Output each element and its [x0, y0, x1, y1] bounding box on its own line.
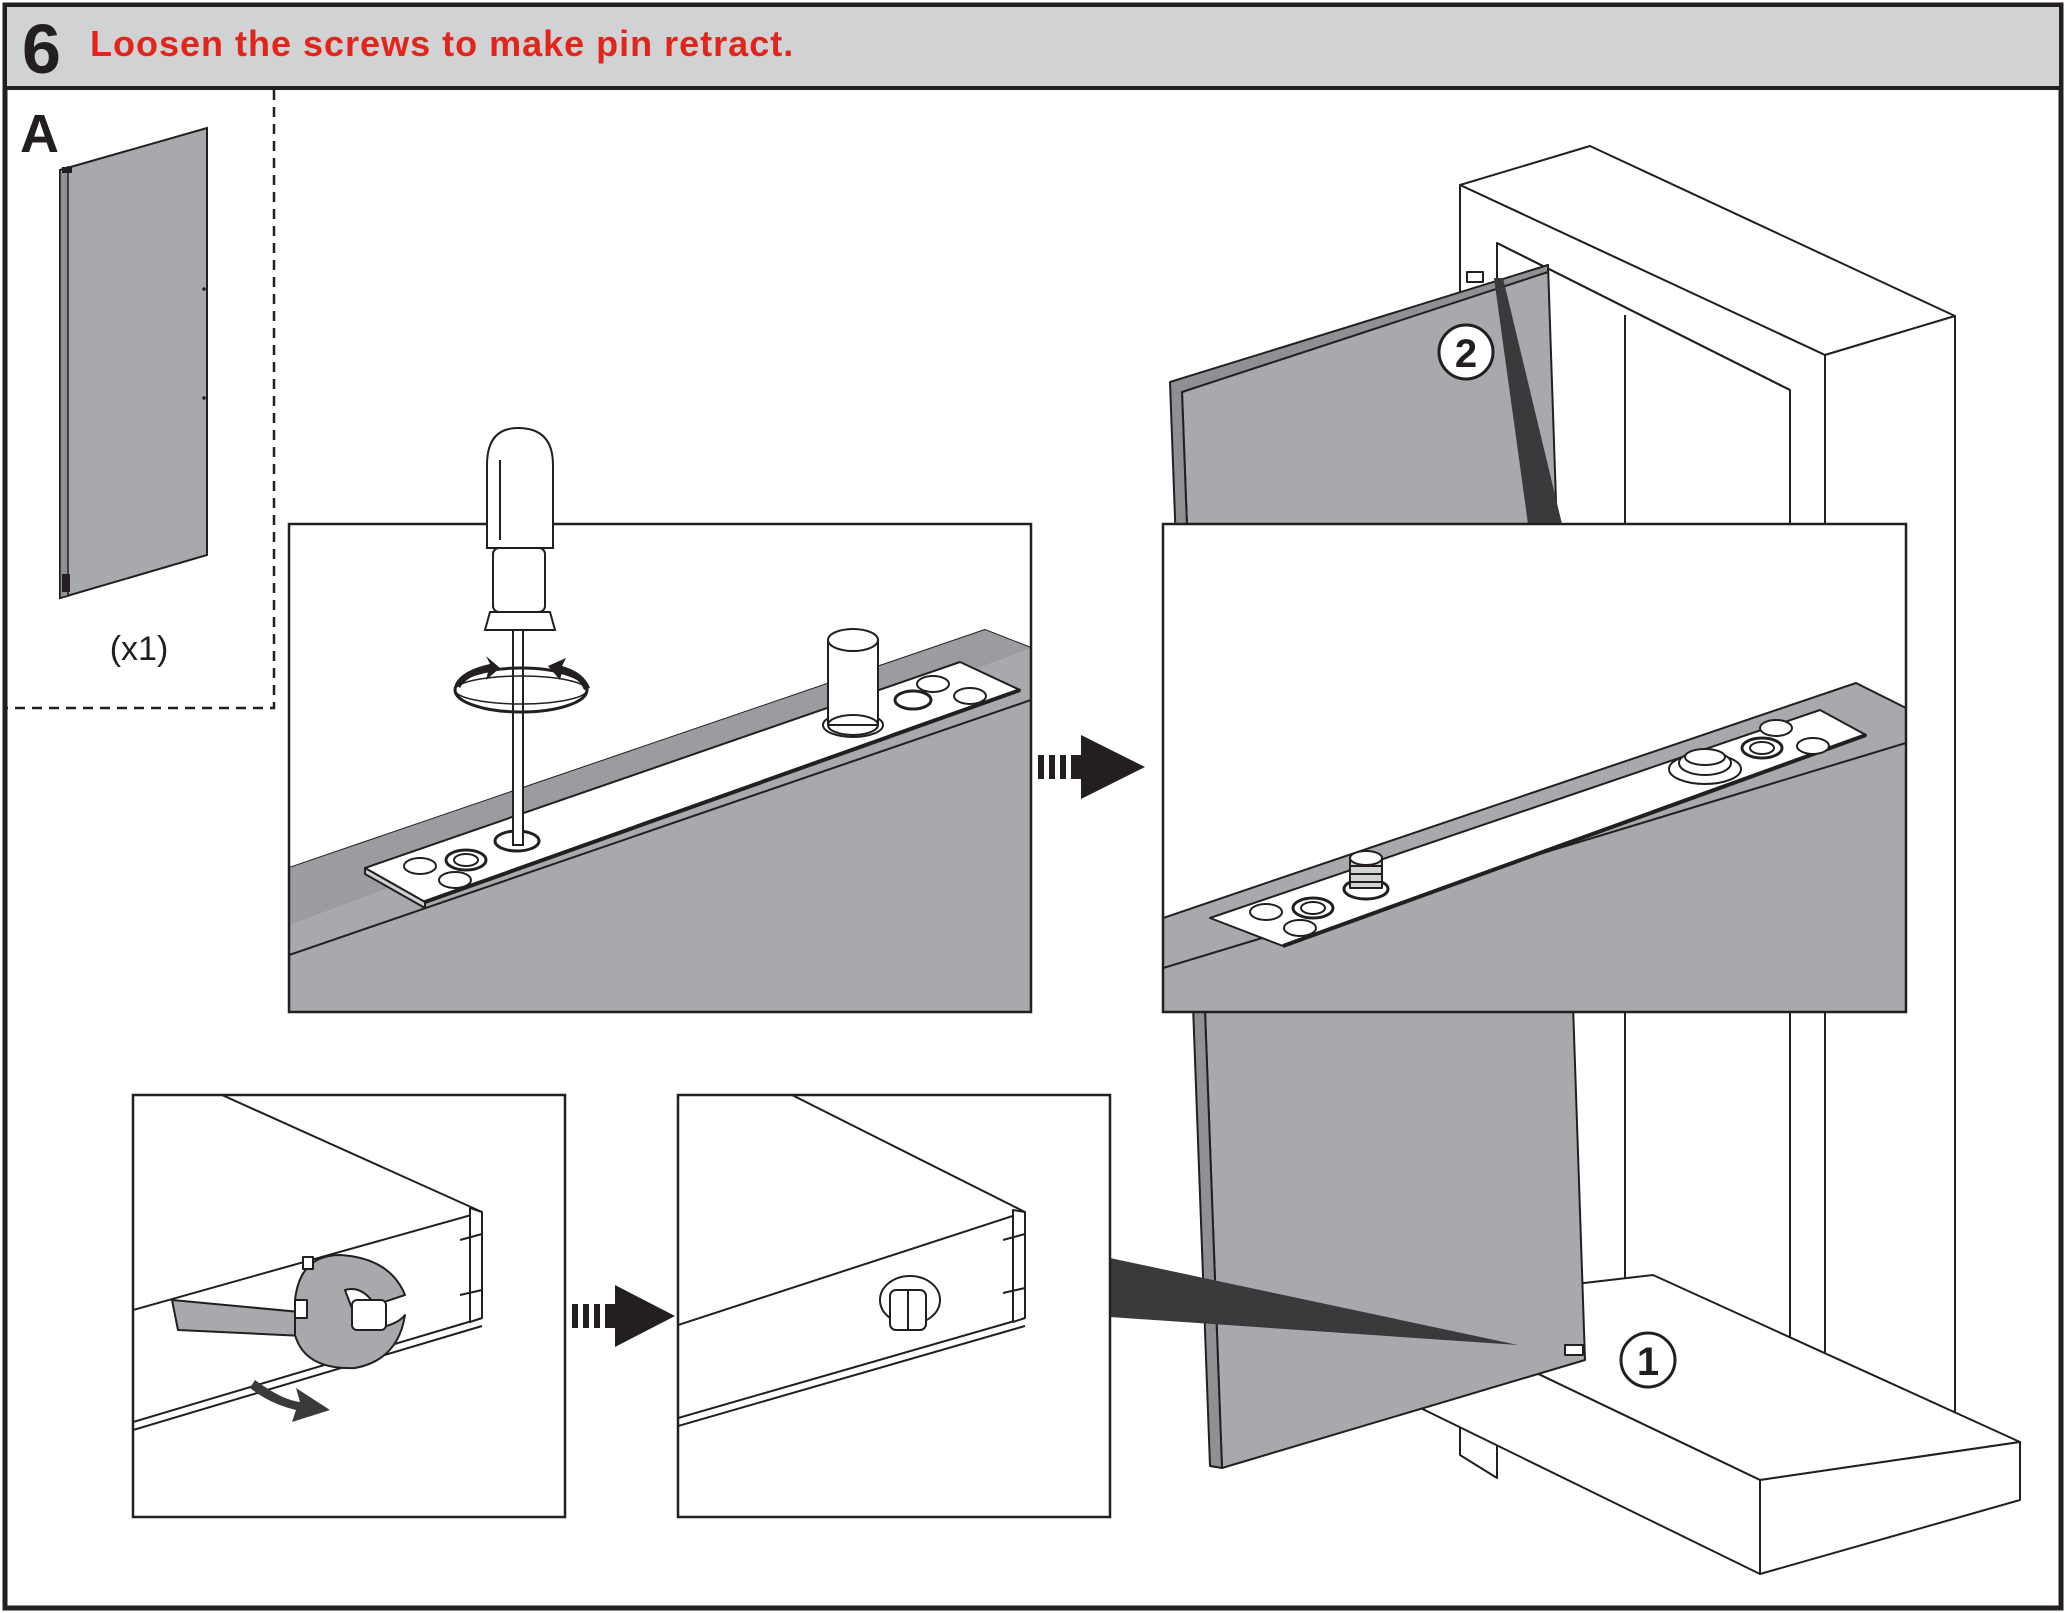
part-quantity: (x1) — [110, 630, 169, 668]
detail-loosen-bottom-nut — [133, 1095, 565, 1517]
callout-1: 1 — [1621, 1333, 1675, 1387]
pin-icon — [823, 629, 883, 737]
step-instruction: Loosen the screws to make pin retract. — [90, 23, 794, 64]
instruction-text: Loosen the screws to make pin retract — [90, 23, 783, 64]
detail-bottom-pin-retracted — [678, 1095, 1110, 1517]
part-letter: A — [20, 104, 59, 164]
instruction-period: . — [783, 23, 794, 64]
step-header: 6 Loosen the screws to make pin retract. — [5, 7, 2061, 88]
callout-2: 2 — [1439, 325, 1493, 379]
screw-icon — [1350, 851, 1382, 888]
door-panel-a — [60, 128, 207, 598]
callout-1-label: 1 — [1637, 1340, 1659, 1384]
step-number: 6 — [22, 10, 61, 88]
callout-2-label: 2 — [1455, 332, 1477, 376]
detail-pin-retracted — [1163, 524, 1906, 1012]
